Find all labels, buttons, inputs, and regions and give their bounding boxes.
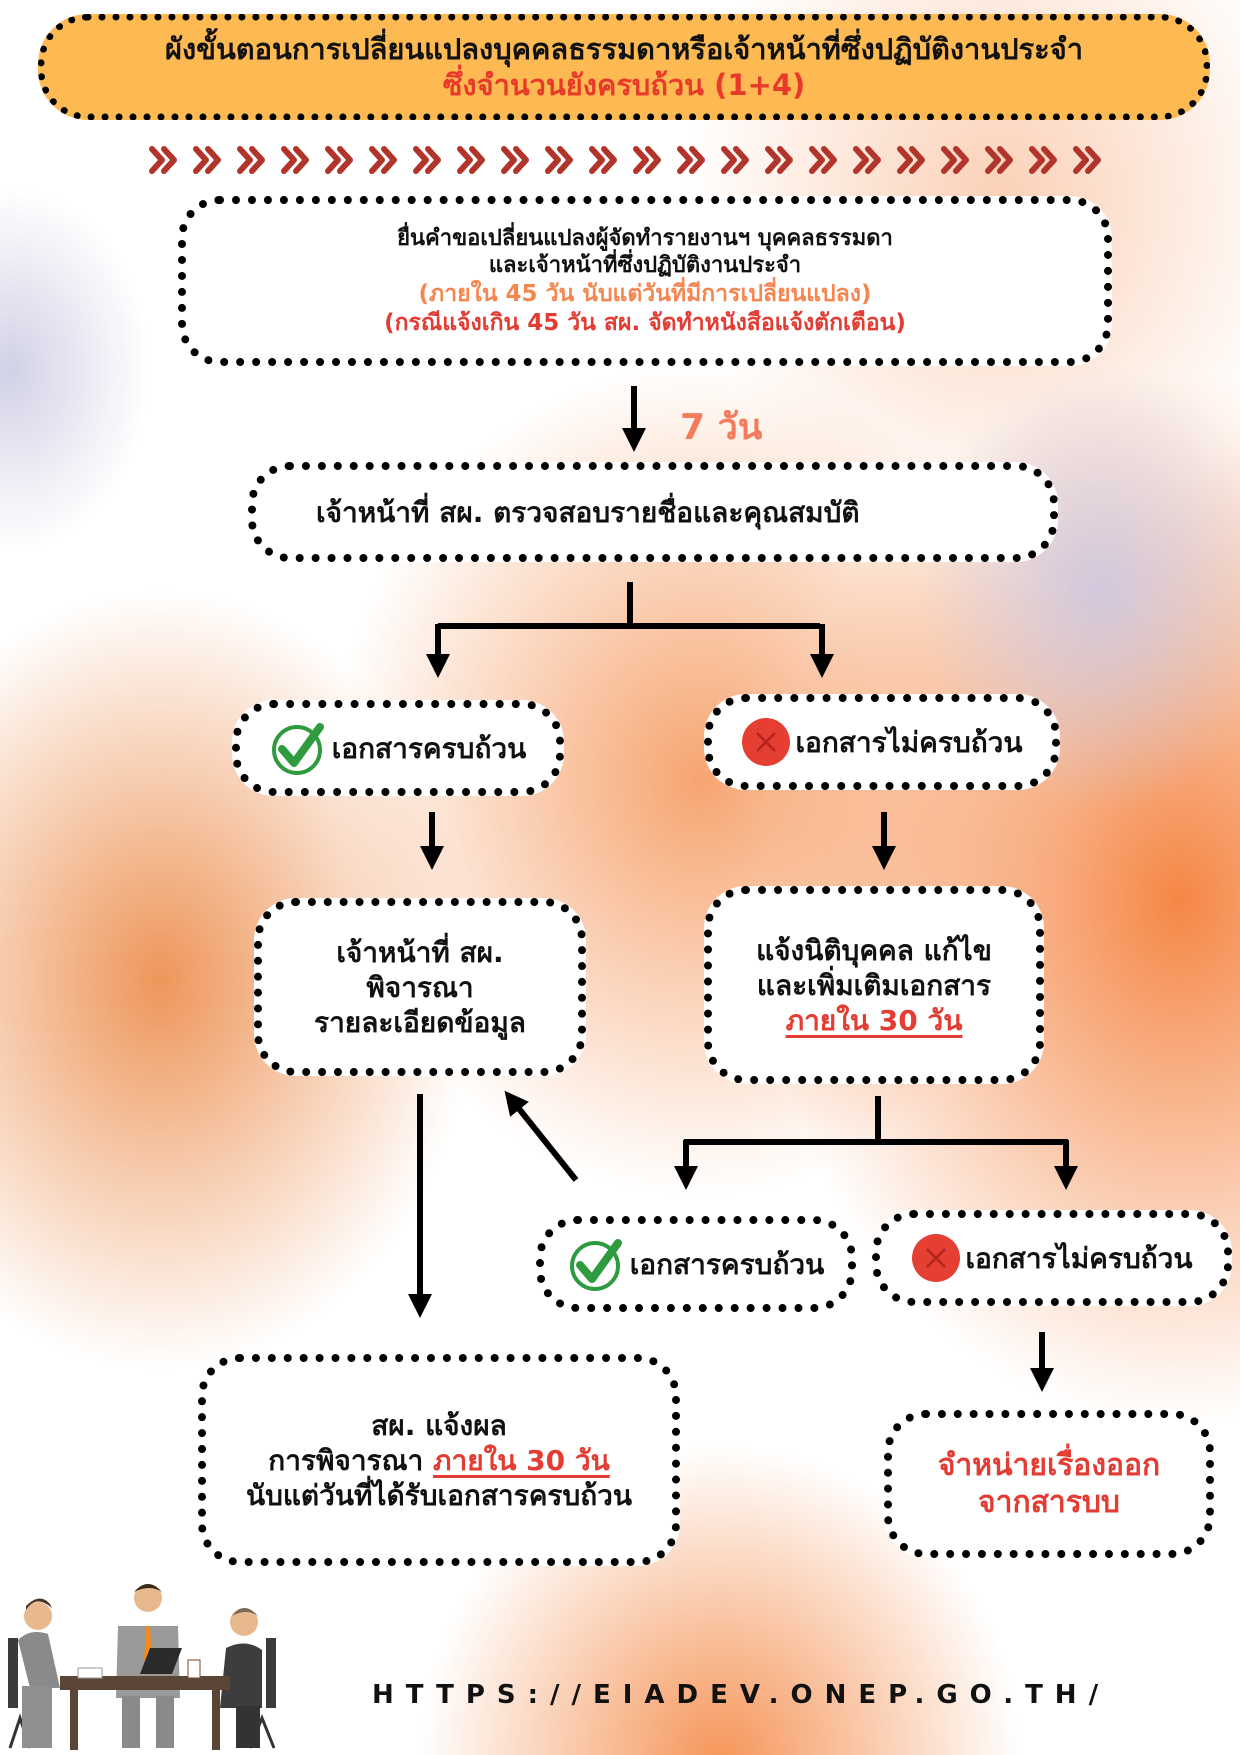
x-circle-icon: [742, 718, 791, 766]
double-chevron-right-icon: [149, 146, 177, 174]
complete-1-text: เอกสารครบถ้วน: [331, 731, 527, 765]
website-url[interactable]: HTTPS://EIADEV.ONEP.GO.TH/: [372, 1680, 1111, 1710]
step-check-qualifications: เจ้าหน้าที่ สผ. ตรวจสอบรายชื่อและคุณสมบั…: [248, 462, 1058, 562]
status-incomplete-1: เอกสารไม่ครบถ้วน: [704, 694, 1060, 790]
check-text: เจ้าหน้าที่ สผ. ตรวจสอบรายชื่อและคุณสมบั…: [316, 495, 860, 529]
title-sub: ซึ่งจำนวนยังครบถ้วน (1+4): [442, 68, 806, 102]
double-chevron-right-icon: [1073, 146, 1101, 174]
notify-deadline: ภายใน 30 วัน: [785, 1003, 963, 1037]
double-chevron-right-icon: [633, 146, 661, 174]
double-chevron-right-icon: [765, 146, 793, 174]
double-chevron-right-icon: [281, 146, 309, 174]
review-line-2: พิจารณา: [366, 970, 474, 1004]
status-incomplete-2: เอกสารไม่ครบถ้วน: [872, 1210, 1232, 1306]
status-complete-2: เอกสารครบถ้วน: [536, 1216, 856, 1312]
duration-label: 7 วัน: [680, 407, 763, 448]
step-dismiss-case: จำหน่ายเรื่องออก จากสารบบ: [884, 1410, 1214, 1558]
double-chevron-right-icon: [501, 146, 529, 174]
status-complete-1: เอกสารครบถ้วน: [232, 700, 564, 796]
notify-line-1: แจ้งนิติบุคคล แก้ไข: [756, 933, 992, 967]
double-chevron-right-icon: [853, 146, 881, 174]
submit-line-2: และเจ้าหน้าที่ซึ่งปฏิบัติงานประจำ: [488, 253, 802, 279]
double-chevron-right-icon: [193, 146, 221, 174]
submit-deadline: (ภายใน 45 วัน นับแต่วันที่มีการเปลี่ยนแป…: [418, 280, 872, 307]
submit-line-1: ยื่นคำขอเปลี่ยนแปลงผู้จัดทำรายงานฯ บุคคล…: [397, 225, 893, 251]
incomplete-1-text: เอกสารไม่ครบถ้วน: [795, 725, 1023, 759]
double-chevron-right-icon: [721, 146, 749, 174]
result-line-2: การพิจารณา ภายใน 30 วัน: [268, 1443, 610, 1478]
chevron-divider: [148, 142, 1108, 178]
check-circle-icon: [271, 723, 324, 775]
result-deadline: ภายใน 30 วัน: [433, 1443, 610, 1477]
double-chevron-right-icon: [413, 146, 441, 174]
check-circle-icon: [569, 1239, 622, 1291]
step-submit-request: ยื่นคำขอเปลี่ยนแปลงผู้จัดทำรายงานฯ บุคคล…: [178, 196, 1112, 366]
step-announce-result: สผ. แจ้งผล การพิจารณา ภายใน 30 วัน นับแต…: [198, 1354, 680, 1566]
result-line-2-text: การพิจารณา: [268, 1443, 434, 1477]
double-chevron-right-icon: [1029, 146, 1057, 174]
double-chevron-right-icon: [457, 146, 485, 174]
notify-line-2: และเพิ่มเติมเอกสาร: [756, 968, 992, 1002]
double-chevron-right-icon: [545, 146, 573, 174]
double-chevron-right-icon: [941, 146, 969, 174]
dismiss-line-1: จำหน่ายเรื่องออก: [937, 1447, 1161, 1483]
title-banner: ผังขั้นตอนการเปลี่ยนแปลงบุคคลธรรมดาหรือเ…: [38, 14, 1210, 120]
double-chevron-right-icon: [897, 146, 925, 174]
result-line-1: สผ. แจ้งผล: [371, 1408, 507, 1442]
double-chevron-right-icon: [589, 146, 617, 174]
double-chevron-right-icon: [369, 146, 397, 174]
submit-warning: (กรณีแจ้งเกิน 45 วัน สผ. จัดทำหนังสือแจ้…: [384, 309, 906, 336]
review-line-3: รายละเอียดข้อมูล: [314, 1005, 526, 1039]
title-main: ผังขั้นตอนการเปลี่ยนแปลงบุคคลธรรมดาหรือเ…: [164, 31, 1083, 66]
double-chevron-right-icon: [677, 146, 705, 174]
complete-2-text: เอกสารครบถ้วน: [629, 1247, 825, 1281]
double-chevron-right-icon: [809, 146, 837, 174]
double-chevron-right-icon: [325, 146, 353, 174]
step-review-details: เจ้าหน้าที่ สผ. พิจารณา รายละเอียดข้อมูล: [254, 898, 586, 1076]
double-chevron-right-icon: [237, 146, 265, 174]
incomplete-2-text: เอกสารไม่ครบถ้วน: [965, 1241, 1193, 1275]
step-notify-correction: แจ้งนิติบุคคล แก้ไข และเพิ่มเติมเอกสาร ภ…: [704, 886, 1044, 1084]
result-line-3: นับแต่วันที่ได้รับเอกสารครบถ้วน: [245, 1478, 633, 1512]
x-circle-icon: [912, 1234, 961, 1282]
business-meeting-illustration: [8, 1584, 276, 1750]
review-line-1: เจ้าหน้าที่ สผ.: [336, 935, 504, 969]
dismiss-line-2: จากสารบบ: [978, 1485, 1120, 1520]
double-chevron-right-icon: [985, 146, 1013, 174]
